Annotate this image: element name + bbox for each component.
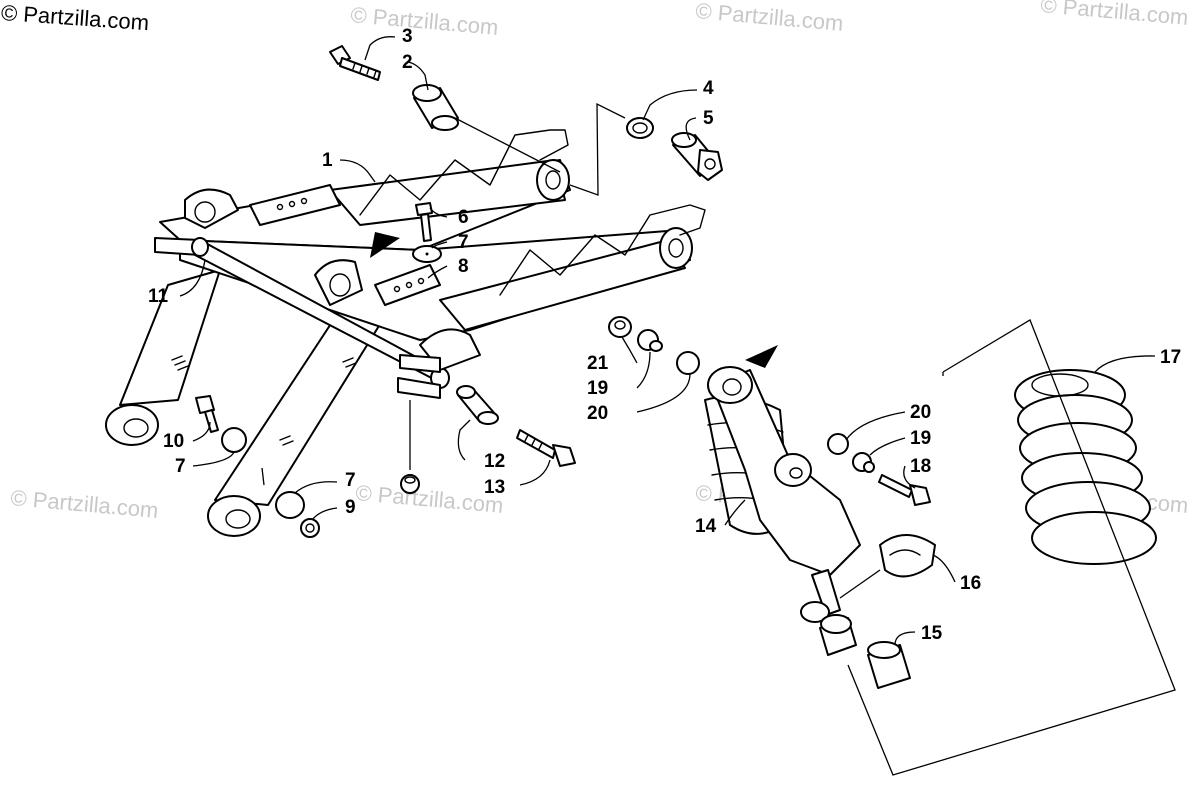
callout-9: 9 — [345, 497, 356, 518]
left-lower-arm — [119, 269, 221, 406]
washer-7-bottom — [275, 491, 305, 519]
washer-4 — [626, 117, 654, 139]
direction-arrow — [370, 232, 400, 258]
nut-21 — [608, 316, 632, 338]
bushing-5 — [671, 132, 723, 181]
lower-tube — [439, 239, 686, 331]
watermark: © Partzilla.com — [10, 485, 160, 523]
callout-19-left: 19 — [587, 378, 608, 399]
callout-12: 12 — [484, 451, 505, 472]
bushing-15 — [867, 641, 911, 689]
center-boss — [314, 259, 363, 306]
shock-top-eye — [707, 366, 753, 404]
bushing-12 — [456, 385, 499, 425]
spacer-19-left — [637, 329, 663, 352]
callout-1: 1 — [322, 150, 333, 171]
group-bracket-line — [847, 319, 1176, 776]
callout-20-left: 20 — [587, 403, 608, 424]
callout-19-right: 19 — [910, 428, 931, 449]
callout-10: 10 — [163, 431, 184, 452]
nut-9 — [300, 518, 320, 538]
callout-6: 6 — [458, 207, 469, 228]
callout-7-top: 7 — [458, 232, 469, 253]
bolt-10 — [195, 395, 219, 433]
upper-wire-guard — [359, 129, 569, 216]
watermark: © Partzilla.com — [355, 480, 505, 518]
bolt-18 — [878, 474, 931, 506]
upper-tube-end — [536, 159, 570, 201]
bolt-3 — [329, 45, 381, 81]
callout-2: 2 — [402, 52, 413, 73]
bushing-2 — [412, 84, 459, 131]
callout-8: 8 — [458, 256, 469, 277]
watermark: © Partzilla.com — [695, 0, 845, 36]
bolt-6 — [415, 202, 433, 242]
upper-tube — [329, 159, 566, 226]
washer-7-left — [221, 427, 247, 453]
o-ring-20-right — [827, 433, 849, 455]
direction-arrow-shock — [745, 345, 778, 368]
right-arm-eye — [207, 495, 261, 537]
left-arm-eye — [105, 404, 159, 446]
callout-15: 15 — [921, 623, 943, 644]
callout-21: 21 — [587, 353, 609, 374]
rear-arm-assembly — [105, 129, 706, 537]
o-ring-20-left — [676, 351, 700, 375]
nut-9-center — [400, 474, 420, 494]
callout-20-right: 20 — [910, 402, 931, 423]
watermark: © Partzilla.com — [1040, 0, 1190, 30]
lower-tube-end — [659, 227, 693, 269]
shock-reservoir-cap — [774, 453, 812, 487]
lower-mount-plate — [374, 264, 441, 306]
callout-5: 5 — [703, 108, 714, 129]
callout-7-left: 7 — [175, 456, 186, 477]
right-bracket — [399, 354, 441, 373]
bolt-13 — [516, 429, 576, 467]
callout-3: 3 — [402, 26, 413, 47]
cross-shaft-end — [191, 237, 209, 257]
right-lower-bracket — [397, 377, 441, 399]
spacer-19-right — [852, 452, 875, 473]
callout-11: 11 — [148, 286, 169, 307]
callout-18: 18 — [910, 456, 931, 477]
lower-wire-guard — [499, 204, 706, 296]
shock-absorber — [704, 345, 861, 656]
callout-7-bottom: 7 — [345, 470, 356, 491]
callout-4: 4 — [703, 78, 714, 99]
watermark: © Partzilla.com — [350, 2, 500, 40]
spring-seat-16 — [879, 534, 936, 578]
shock-shaft — [811, 569, 841, 616]
shock-shaft-collar — [800, 601, 830, 623]
callout-13: 13 — [484, 477, 505, 498]
callout-14: 14 — [695, 516, 717, 537]
callout-16: 16 — [960, 573, 981, 594]
coil-spring-17 — [1014, 369, 1157, 565]
callout-17: 17 — [1160, 347, 1181, 368]
